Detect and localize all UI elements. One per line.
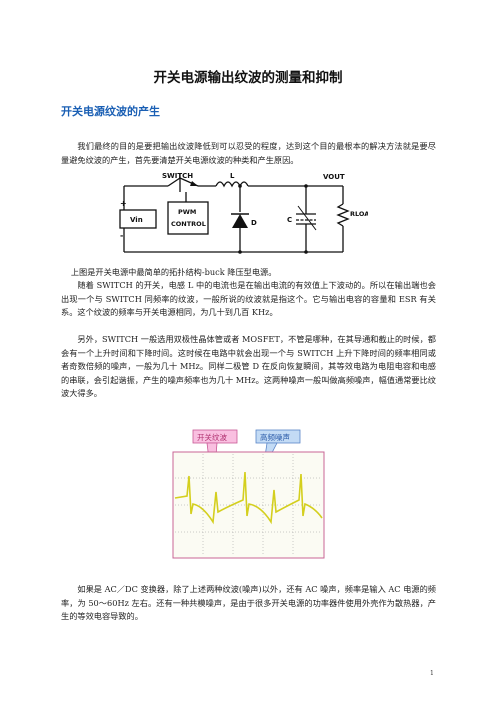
pwm-label: PWM — [178, 208, 196, 216]
vout-label: VOUT — [323, 173, 345, 181]
vin-label: Vin — [130, 216, 143, 224]
callout-noise-box — [255, 429, 301, 444]
callout-noise-text: 高频噪声 — [260, 432, 290, 442]
paragraph-noise: 另外，SWITCH 一般选用双极性晶体管或者 MOSFET，不管是哪种，在其导通… — [61, 334, 436, 399]
buck-converter-schematic: SWITCH L VOUT Vin + - PWM CONTROL D C RL… — [119, 172, 368, 254]
plus-label: + — [120, 199, 127, 208]
minus-label: - — [120, 231, 123, 240]
paragraph-intro: 我们最终的目的是要把输出纹波降低到可以忍受的程度，达到这个目的最根本的解决方法就… — [61, 141, 436, 165]
paragraph-caption: 上图是开关电源中最简单的拓扑结构-buck 降压型电源。 — [70, 267, 277, 277]
inductor-label: L — [230, 172, 235, 180]
ripple-trace — [174, 471, 323, 525]
control-label: CONTROL — [171, 220, 206, 228]
section-heading: 开关电源纹波的产生 — [61, 105, 160, 118]
oscilloscope-figure: 开关纹波 高频噪声 — [172, 429, 325, 559]
page-number: 1 — [430, 670, 434, 677]
document-title: 开关电源输出纹波的测量和抑制 — [153, 70, 343, 86]
switch-label: SWITCH — [162, 172, 193, 180]
paragraph-ripple: 随着 SWITCH 的开关，电感 L 中的电流也是在输出电流的有效值上下波动的。… — [61, 280, 436, 318]
paragraph-ac-noise: 如果是 AC／DC 变换器，除了上述两种纹波(噪声)以外，还有 AC 噪声，频率… — [61, 584, 436, 622]
capacitor-label: C — [287, 216, 292, 224]
diode-label: D — [251, 219, 257, 227]
load-label: RLOAD — [350, 210, 368, 218]
callout-ripple-text: 开关纹波 — [197, 432, 227, 442]
